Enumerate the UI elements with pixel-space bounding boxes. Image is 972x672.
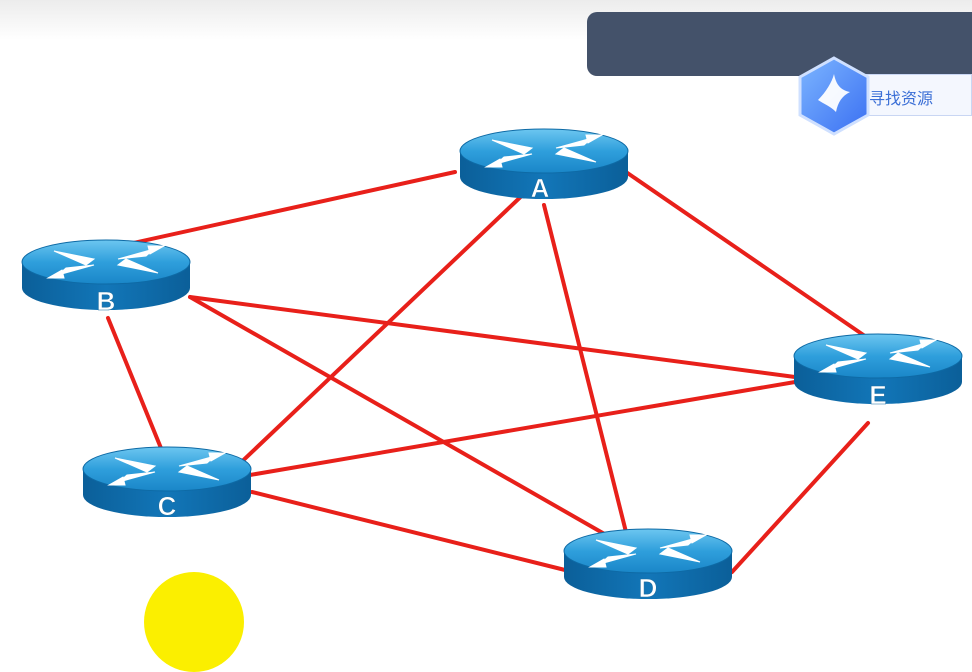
router-e: E — [793, 333, 963, 410]
router-label-a: A — [531, 173, 550, 203]
link-a-e — [624, 170, 880, 347]
router-d: D — [563, 528, 733, 603]
router-label-b: B — [97, 286, 116, 316]
link-c-d — [250, 490, 567, 572]
router-c: C — [82, 446, 252, 521]
dark-header-bar — [587, 12, 972, 76]
network-diagram: A B C D E — [21, 128, 963, 603]
find-resources-button[interactable]: 寻找资源 — [854, 74, 972, 116]
link-b-d — [188, 295, 617, 542]
link-b-e — [188, 295, 797, 379]
find-resources-label: 寻找资源 — [869, 89, 934, 108]
router-label-c: C — [158, 491, 177, 521]
router-b: B — [21, 239, 191, 316]
bird-hexagon-icon[interactable] — [796, 56, 872, 136]
link-b-c — [106, 316, 167, 460]
link-a-d — [542, 203, 630, 542]
link-a-c — [231, 186, 532, 472]
link-c-e — [248, 380, 797, 477]
router-label-d: D — [639, 573, 658, 603]
link-d-e — [730, 421, 870, 574]
router-a: A — [459, 128, 629, 203]
find-resources-widget[interactable]: 寻找资源 — [796, 56, 972, 136]
router-label-e: E — [869, 380, 886, 410]
link-a-b — [104, 170, 457, 251]
cursor-highlight — [144, 572, 244, 672]
